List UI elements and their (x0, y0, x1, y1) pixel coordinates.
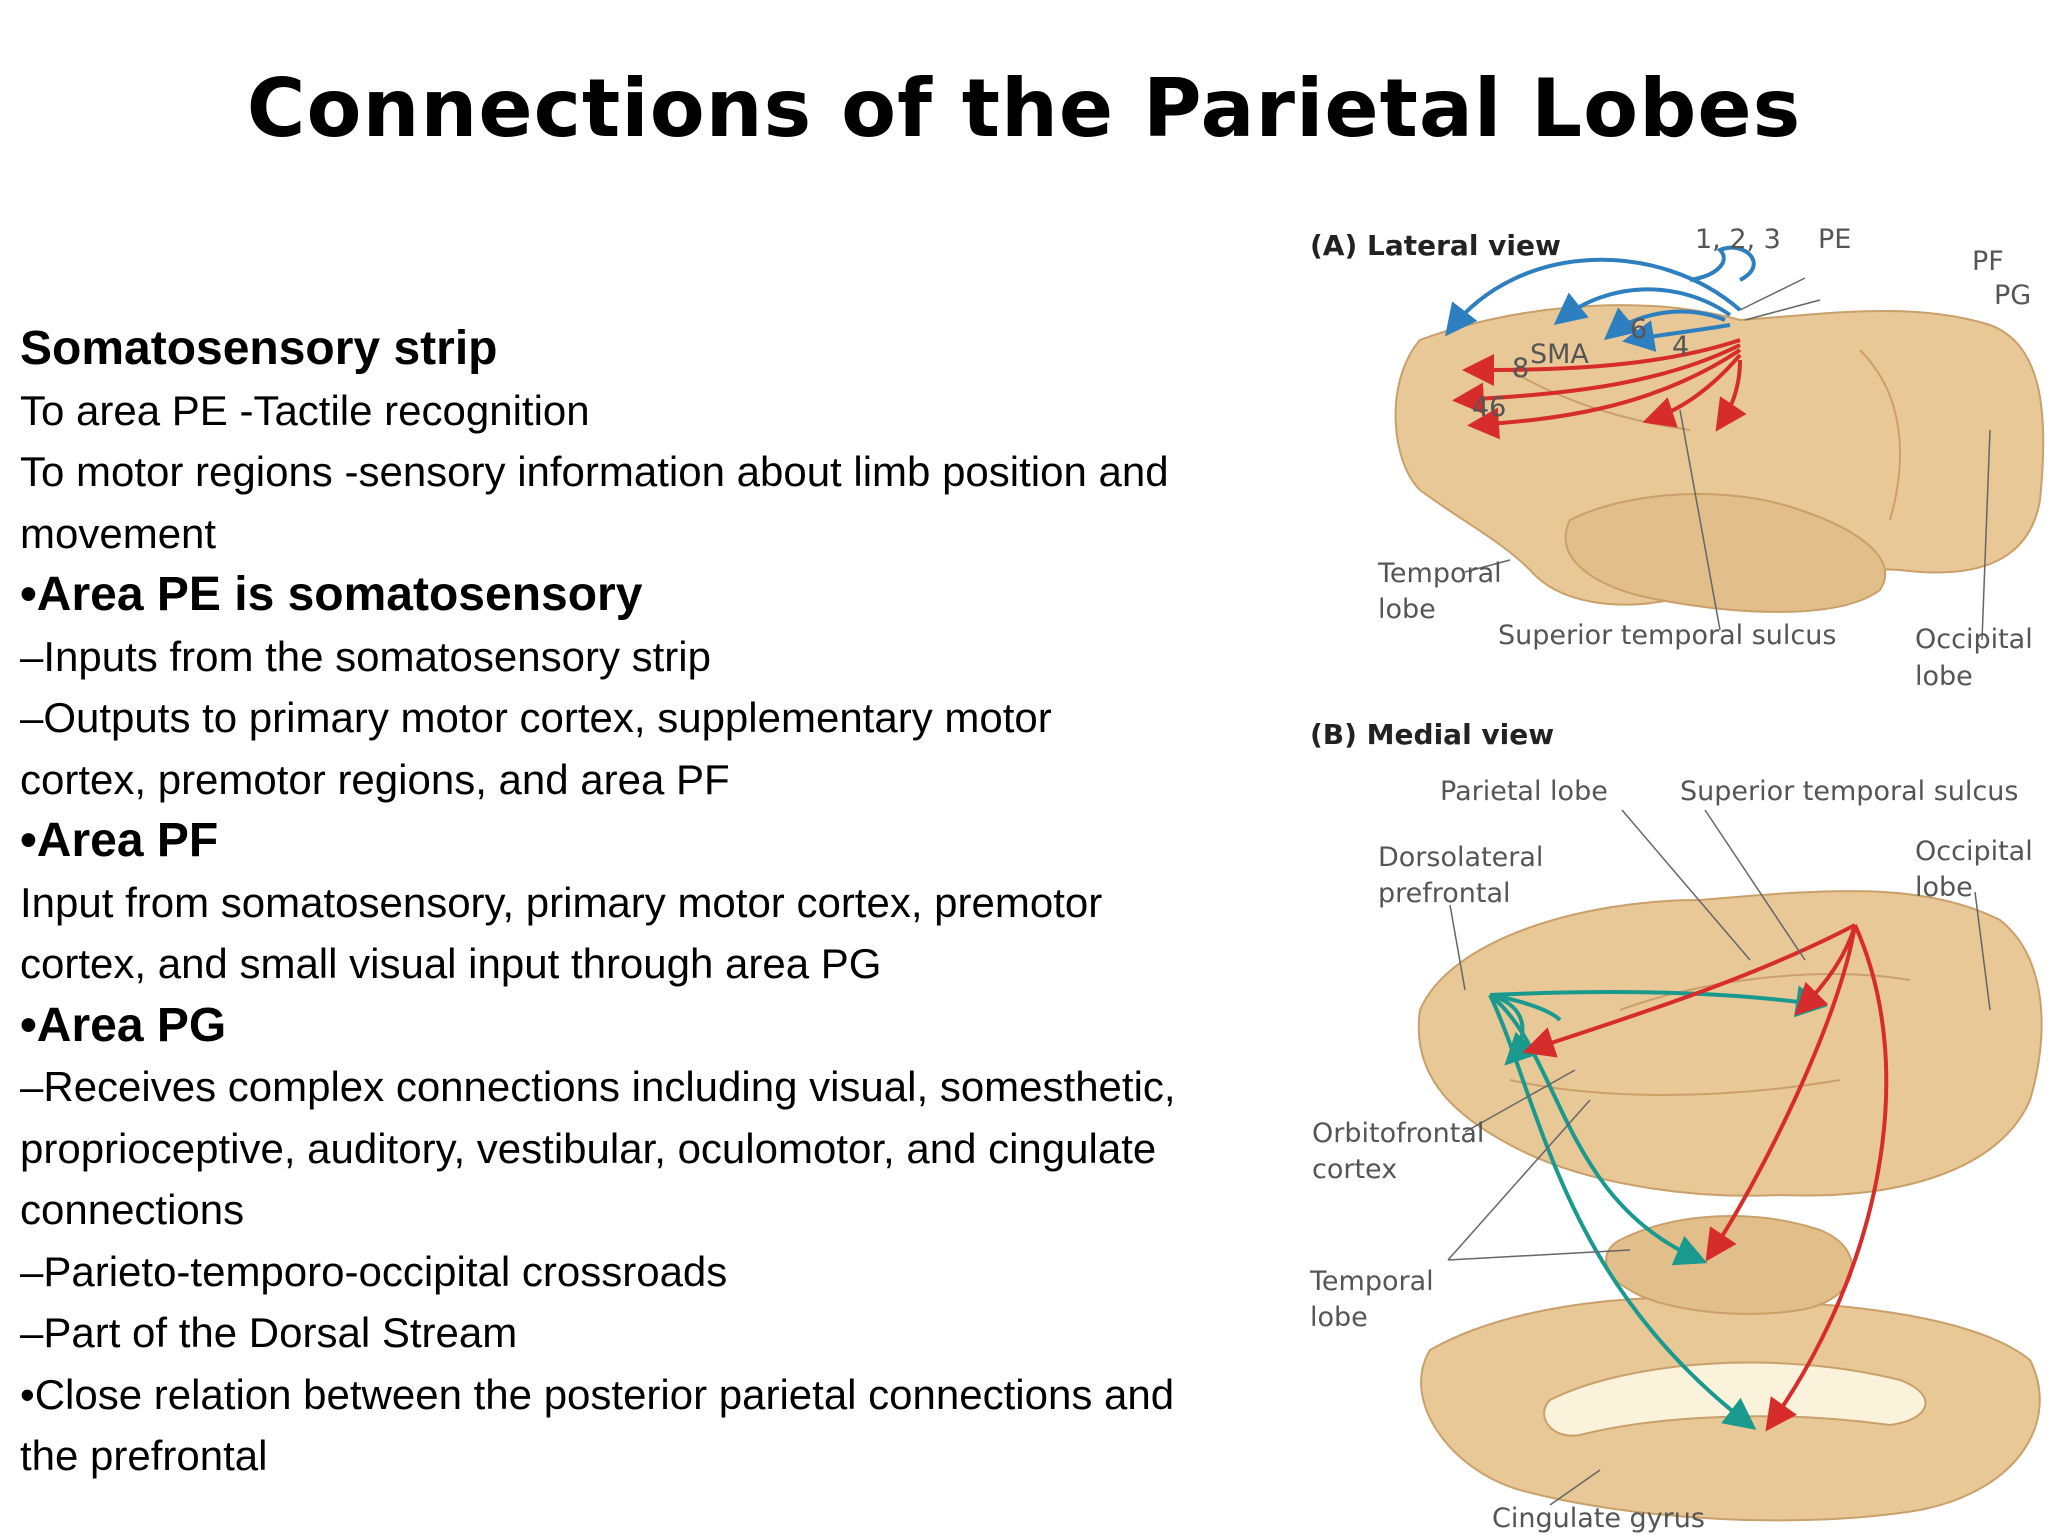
body-line: –Parieto-temporo-occipital crossroads (20, 1247, 728, 1295)
body-line: –Part of the Dorsal Stream (20, 1309, 518, 1356)
sts-label-b: Superior temporal sulcus (1680, 776, 2018, 807)
body-line: To motor regions -sensory information ab… (20, 448, 1169, 495)
occipital-lobe-label-a2: lobe (1915, 661, 1973, 692)
occipital-lobe-label-a: Occipital (1915, 624, 2033, 655)
temporal-lobe-label-a2: lobe (1378, 594, 1436, 625)
area-123-label: 1, 2, 3 (1695, 224, 1781, 255)
ofc-label: Orbitofrontal (1312, 1118, 1484, 1149)
body-line: •Area PG (20, 998, 227, 1052)
medial-red-arrows (1522, 923, 1889, 1432)
temporal-lobe-label-a: Temporal (1377, 558, 1502, 589)
sts-label-a: Superior temporal sulcus (1498, 620, 1836, 651)
area-6-label: 6 (1630, 314, 1647, 345)
lateral-blue-arrows (1445, 245, 1756, 352)
body-line: Input from somatosensory, primary motor … (20, 878, 1103, 926)
body-line: cortex, premotor regions, and area PF (20, 755, 730, 803)
body-line: Somatosensory strip (20, 322, 498, 375)
body-line: connections (20, 1186, 245, 1233)
area-sma-label: SMA (1530, 339, 1589, 370)
lateral-leader-lines (1464, 277, 1991, 641)
dlpfc-label-2: prefrontal (1378, 878, 1511, 909)
dlpfc-label: Dorsolateral (1378, 842, 1543, 873)
parietal-connections-figure: (A) Lateral view 1, 2, 3 PE PF PG SMA 6 … (1309, 224, 2045, 1534)
body-line: –Receives complex connections including … (20, 1063, 1176, 1110)
temporal-lobe-label-b2: lobe (1310, 1302, 1368, 1333)
body-line: proprioceptive, auditory, vestibular, oc… (20, 1124, 1157, 1172)
body-line: •Close relation between the posterior pa… (20, 1370, 1175, 1418)
area-46-label: 46 (1472, 392, 1506, 423)
medial-teal-arrows (1488, 985, 1828, 1430)
body-line: To area PE -Tactile recognition (20, 386, 590, 434)
occipital-lobe-label-b: Occipital (1915, 836, 2033, 867)
slide-body: Somatosensory strip To area PE -Tactile r… (20, 318, 1320, 1508)
area-pf-label: PF (1972, 246, 2004, 277)
body-line: the prefrontal (20, 1432, 268, 1479)
panel-a-header: (A) Lateral view (1310, 229, 1561, 262)
area-pe-label: PE (1818, 224, 1851, 255)
occipital-lobe-label-b2: lobe (1915, 872, 1973, 903)
cingulate-gyrus-label: Cingulate gyrus (1492, 1503, 1705, 1534)
area-4-label: 4 (1672, 331, 1689, 362)
parietal-lobe-label-b: Parietal lobe (1440, 776, 1608, 807)
panel-b-header: (B) Medial view (1310, 718, 1554, 751)
body-line: –Outputs to primary motor cortex, supple… (20, 694, 1052, 741)
body-line: –Inputs from the somatosensory strip (20, 632, 711, 680)
slide-title: Connections of the Parietal Lobes (246, 62, 1802, 155)
temporal-lobe-label-b: Temporal (1309, 1266, 1434, 1297)
lateral-red-arrows (1452, 338, 1747, 440)
lateral-brain-drawing (1394, 304, 2045, 613)
medial-leader-lines (1447, 809, 1991, 1506)
ofc-label-2: cortex (1312, 1154, 1397, 1185)
area-pg-label: PG (1994, 280, 2031, 311)
body-line: •Area PF (20, 814, 219, 867)
body-line: movement (20, 509, 217, 557)
medial-brain-drawing (1417, 890, 2043, 1522)
body-line: •Area PE is somatosensory (20, 568, 643, 621)
area-8-label: 8 (1512, 353, 1529, 384)
body-line: cortex, and small visual input through a… (20, 940, 882, 987)
